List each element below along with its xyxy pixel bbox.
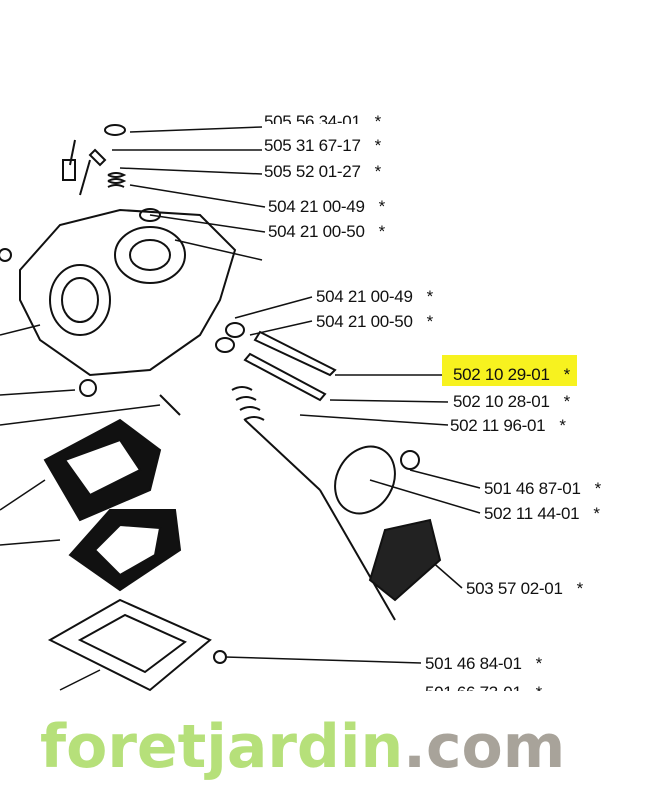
gasket-parts — [43, 379, 227, 692]
part-label[interactable]: 505 56 34-01* — [264, 112, 381, 124]
watermark-name: foretjardin — [40, 712, 404, 782]
part-label[interactable]: 503 57 02-01* — [466, 579, 583, 598]
part-label[interactable]: 502 11 96-01* — [450, 416, 566, 435]
part-label[interactable]: 502 10 28-01* — [453, 392, 570, 411]
carburetor-body — [0, 208, 237, 377]
part-label[interactable]: 504 21 00-50* — [316, 312, 433, 331]
part-label: 501 66 73-01* — [425, 683, 620, 691]
part-label[interactable]: 502 11 44-01* — [484, 504, 600, 523]
highlight-box — [442, 355, 577, 386]
leader-lines — [0, 126, 481, 691]
part-label[interactable]: 501 46 87-01* — [484, 479, 601, 498]
part-label-highlighted[interactable]: 502 10 29-01* — [453, 365, 570, 384]
part-label[interactable]: 501 46 84-01* — [425, 654, 542, 673]
part-label[interactable]: 504 21 00-49* — [316, 287, 433, 306]
part-label[interactable]: 504 21 00-49* — [268, 197, 385, 216]
needle-assembly — [215, 322, 442, 621]
screw-parts — [62, 124, 127, 196]
part-label[interactable]: 505 31 67-17* — [264, 136, 381, 155]
watermark-domain: .com — [403, 712, 566, 782]
part-label[interactable]: 505 52 01-27* — [264, 162, 381, 181]
part-label-clipped[interactable]: 501 66 73-01* — [420, 683, 620, 691]
watermark: foretjardin.com — [40, 712, 565, 782]
part-label[interactable]: 504 21 00-50* — [268, 222, 385, 241]
